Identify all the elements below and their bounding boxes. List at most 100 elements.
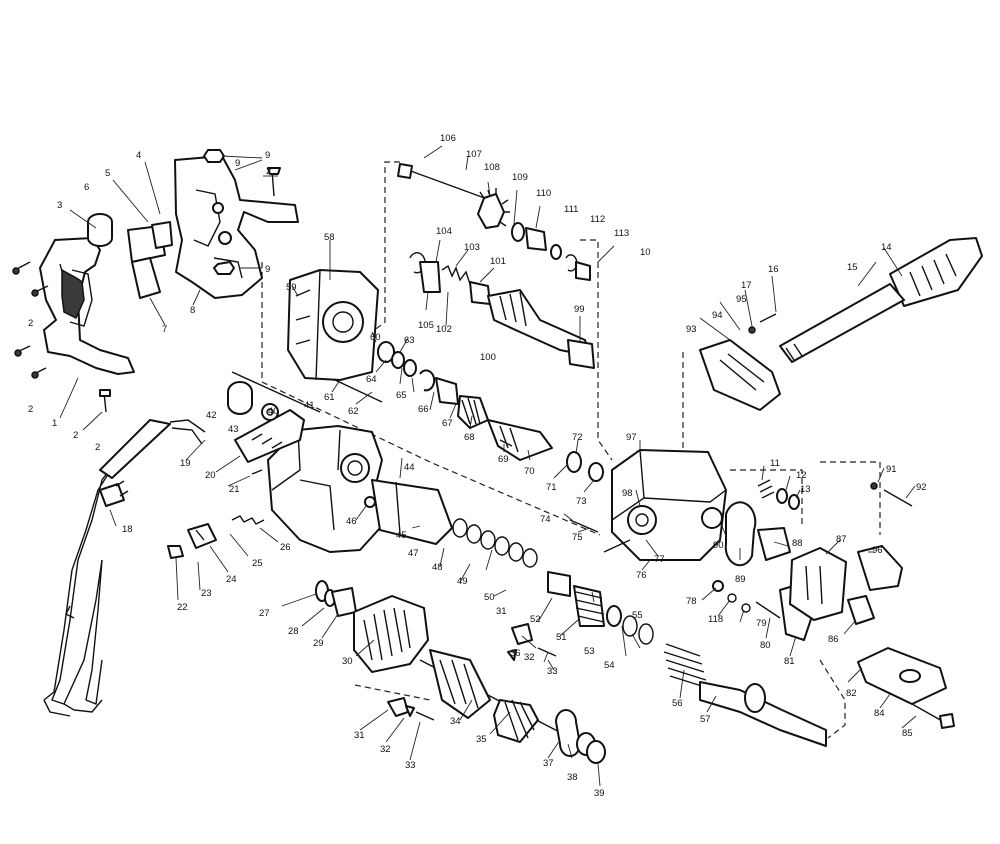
cap (87, 213, 113, 247)
screw-85 (911, 703, 945, 723)
label-part: 98 (622, 488, 633, 499)
label-part: 63 (404, 335, 415, 346)
label-part: 97 (626, 432, 637, 443)
clamp-88 (757, 527, 791, 561)
label-part: 101 (490, 256, 506, 267)
label-part: 17 (741, 280, 752, 291)
right-small-parts (757, 479, 955, 729)
label-part: 9 (235, 158, 240, 169)
label-part: 75 (572, 532, 583, 543)
pin-80 (755, 601, 781, 619)
nut (203, 149, 225, 163)
label-part: 18 (122, 524, 133, 535)
label-part: 65 (396, 390, 407, 401)
label-part: 14 (881, 242, 892, 253)
label-part: 29 (313, 638, 324, 649)
label-part: 80 (760, 640, 771, 651)
switch-87 (789, 547, 847, 621)
label-part: 49 (457, 576, 468, 587)
cord-sleeve (99, 419, 171, 479)
brush-holder (234, 409, 305, 463)
label-part: 31 (354, 730, 365, 741)
label-part: 55 (632, 610, 643, 621)
screw-77 (603, 539, 631, 553)
handle-rod (779, 283, 905, 363)
label-part: 69 (498, 454, 509, 465)
label-part: 8 (190, 305, 195, 316)
label-part: 96 (872, 545, 883, 556)
pin-69 (499, 439, 513, 447)
handle-body (39, 237, 135, 375)
fan (493, 699, 539, 743)
label-part: 95 (736, 294, 747, 305)
label-part: 35 (476, 734, 487, 745)
label-part: 22 (177, 602, 188, 613)
label-part: 37 (543, 758, 554, 769)
label-part: 79 (756, 618, 767, 629)
label-part: 42 (206, 410, 217, 421)
label-part: 102 (436, 324, 452, 335)
label-part: 52 (530, 614, 541, 625)
label-part: 32 (524, 652, 535, 663)
label-part: 41 (304, 400, 315, 411)
power-cord (43, 419, 206, 717)
label-part: 108 (484, 162, 500, 173)
label-part: 50 (484, 592, 495, 603)
label-part: 99 (574, 304, 585, 315)
label-part: 73 (576, 496, 587, 507)
collar-89 (724, 501, 757, 567)
label-part: 36 (510, 648, 521, 659)
label-part: 43 (228, 424, 239, 435)
label-part: 2 (28, 318, 33, 329)
label-part: 59 (286, 282, 297, 293)
bracket-86 (847, 595, 875, 625)
gear-housing (287, 163, 604, 533)
part-number-labels: 1 2 2 2 2 2 3 4 5 6 7 8 9 9 9 10 11 12 1… (28, 133, 927, 799)
label-part: 11 (770, 458, 780, 469)
label-part: 53 (584, 646, 595, 657)
label-part: 107 (466, 149, 482, 160)
label-part: 76 (636, 570, 647, 581)
label-part: 13 (800, 484, 811, 495)
bearing-29 (331, 587, 357, 617)
brush-cap (187, 523, 217, 549)
screw-16 (759, 313, 777, 323)
label-part: 28 (288, 626, 299, 637)
tie-rod (231, 371, 321, 413)
label-part: 34 (450, 716, 461, 727)
bracket-31b (511, 623, 533, 645)
label-part: 32 (380, 744, 391, 755)
label-part: 23 (201, 588, 212, 599)
label-part: 10 (640, 247, 651, 258)
screw-33b (537, 647, 557, 657)
label-part: 94 (712, 310, 723, 321)
label-part: 16 (768, 264, 779, 275)
label-part: 62 (348, 406, 359, 417)
clamp-93 (699, 339, 781, 411)
label-part: 58 (324, 232, 335, 243)
label-part: 9 (265, 264, 270, 275)
sleeve-44 (371, 479, 453, 545)
shaft-70 (487, 419, 553, 461)
label-part: 46 (346, 516, 357, 527)
handle-knob (889, 237, 983, 307)
label-part: 74 (540, 514, 551, 525)
label-part: 15 (847, 262, 858, 273)
bearing-99 (567, 339, 595, 369)
label-part: 110 (536, 188, 551, 199)
screw-33 (415, 711, 435, 721)
label-part: 64 (366, 374, 377, 385)
label-part: 67 (442, 418, 453, 429)
label-part: 100 (480, 352, 496, 363)
label-part: 66 (418, 404, 429, 415)
clutch-101 (469, 281, 491, 305)
label-part: 111 (564, 204, 578, 215)
label-part: 77 (654, 554, 665, 565)
label-part: 105 (418, 320, 434, 331)
label-part: 61 (324, 392, 335, 403)
label-part: 113 (614, 228, 629, 239)
label-part: 39 (594, 788, 605, 799)
label-part: 7 (162, 324, 167, 335)
label-part: 33 (547, 666, 558, 677)
